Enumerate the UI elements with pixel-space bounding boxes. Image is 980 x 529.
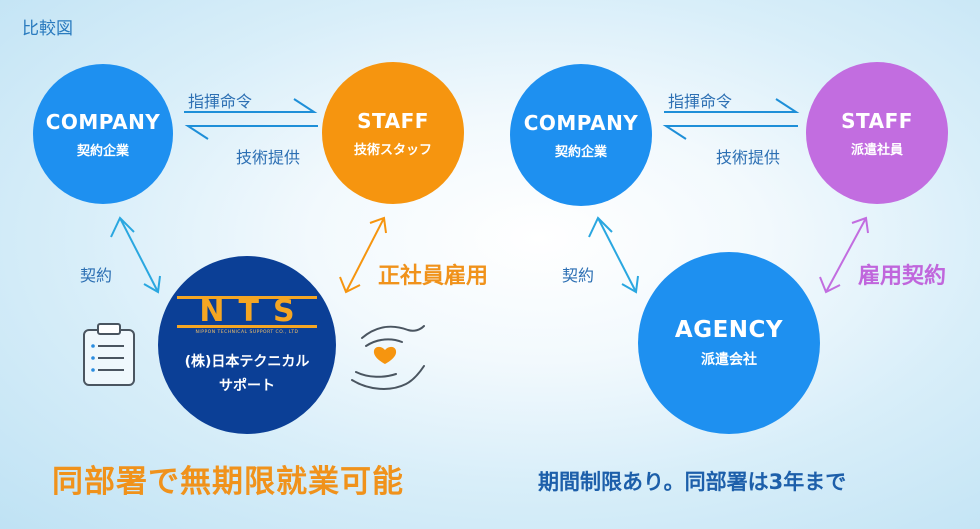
nts-logo-subtext: NIPPON TECHNICAL SUPPORT CO., LTD	[195, 329, 299, 335]
right-note: 期間制限あり。同部署は3年まで	[538, 470, 847, 494]
left-arrow-tech	[184, 125, 318, 140]
left-employment-arrow	[339, 216, 387, 294]
right-employment-label: 雇用契約	[858, 264, 947, 289]
right-contract-label: 契約	[562, 266, 595, 285]
agency-circle: AGENCY 派遣会社	[638, 252, 820, 434]
left-arrow-command	[184, 98, 318, 113]
left-company-en: COMPANY	[45, 109, 161, 134]
left-staff-en: STAFF	[357, 108, 429, 133]
left-staff-circle: STAFF 技術スタッフ	[322, 62, 464, 204]
right-company-circle: COMPANY 契約企業	[510, 64, 652, 206]
nts-logo: NTS NIPPON TECHNICAL SUPPORT CO., LTD	[177, 295, 317, 335]
left-staff-jp: 技術スタッフ	[353, 142, 432, 158]
right-staff-circle: STAFF 派遣社員	[806, 62, 948, 204]
left-arrow-bottom-label: 技術提供	[236, 148, 301, 167]
clipboard-icon	[83, 323, 135, 386]
right-employment-arrow	[819, 216, 869, 294]
nts-name-line1: (株)日本テクニカル	[184, 353, 310, 370]
agency-jp: 派遣会社	[701, 352, 757, 368]
right-arrow-top-label: 指揮命令	[668, 92, 733, 111]
left-contract-label: 契約	[80, 266, 113, 285]
nts-circle: NTS NIPPON TECHNICAL SUPPORT CO., LTD (株…	[158, 256, 336, 434]
right-company-jp: 契約企業	[554, 144, 607, 160]
left-arrow-top-label: 指揮命令	[188, 92, 253, 111]
right-arrow-command	[664, 98, 800, 113]
left-company-jp: 契約企業	[76, 143, 129, 159]
left-company-circle: COMPANY 契約企業	[33, 64, 173, 204]
right-staff-en: STAFF	[841, 108, 913, 133]
right-staff-jp: 派遣社員	[850, 142, 903, 158]
left-employment-label: 正社員雇用	[378, 264, 489, 289]
nts-logo-text: NTS	[177, 295, 317, 328]
page-title: 比較図	[22, 19, 73, 39]
right-company-en: COMPANY	[523, 110, 639, 135]
right-arrow-tech	[662, 125, 798, 140]
left-note: 同部署で無期限就業可能	[52, 464, 404, 500]
nts-name-line2: サポート	[219, 377, 275, 394]
right-arrow-bottom-label: 技術提供	[716, 148, 781, 167]
caring-hands-heart-icon	[351, 325, 425, 390]
agency-en: AGENCY	[674, 317, 784, 343]
left-contract-arrow	[110, 216, 161, 294]
right-contract-arrow	[588, 216, 639, 294]
